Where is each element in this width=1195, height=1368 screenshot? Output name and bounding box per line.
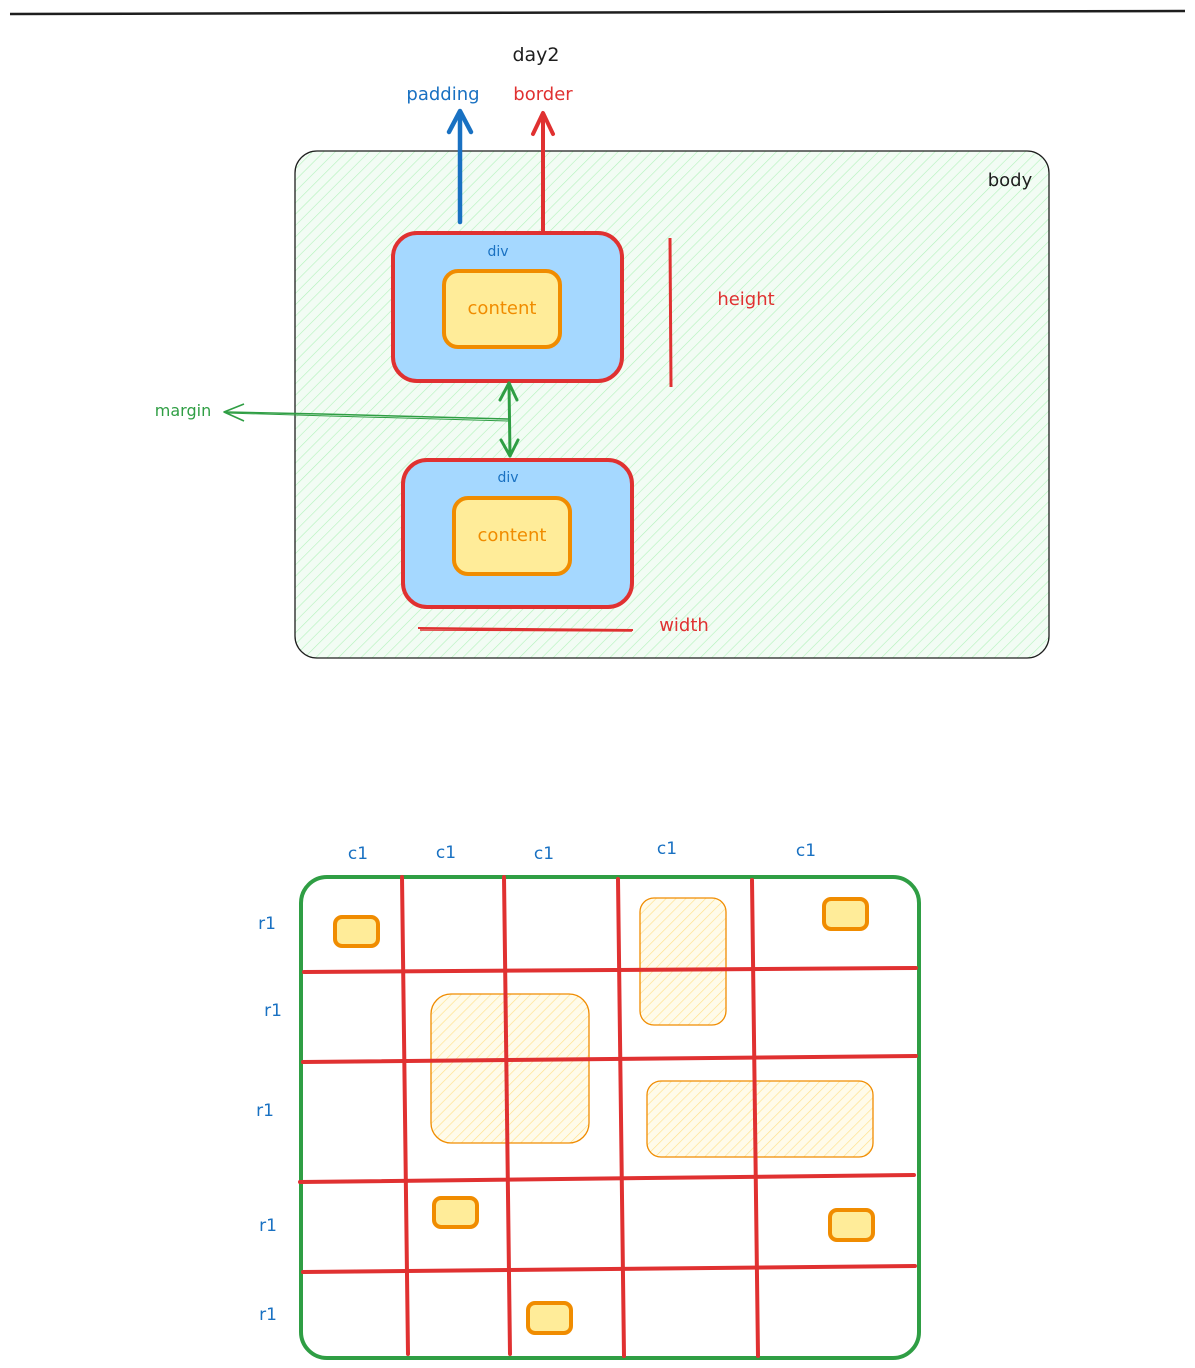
column-label: c1 [436,843,456,863]
margin-pointer-arrow [223,403,509,422]
row-label: r1 [259,1216,277,1236]
grid-column-lines [400,875,760,1358]
height-label: height [717,289,774,310]
content-box [452,496,572,576]
div-box-1: div content [391,231,624,383]
content-box [442,269,562,349]
column-label: c1 [657,839,677,859]
width-bar [417,627,634,632]
diagram-title: day2 [512,44,559,66]
column-label: c1 [534,844,554,864]
border-label: border [513,84,573,105]
padding-arrow [446,108,474,225]
margin-double-arrow [498,381,520,458]
grid-item [828,1208,875,1242]
div-box-2: div content [401,458,634,609]
padding-label: padding [406,84,479,105]
row-label: r1 [258,914,276,934]
body-label: body [988,170,1033,191]
column-label: c1 [348,844,368,864]
margin-label: margin [155,401,211,420]
border-arrow [531,111,555,234]
content-label: content [478,525,547,546]
width-label: width [659,615,709,636]
div-label: div [497,470,518,486]
grid-item-span [639,897,727,1026]
grid-item [432,1196,479,1229]
column-label: c1 [796,841,816,861]
grid-item-span [646,1080,874,1158]
row-label: r1 [256,1101,274,1121]
content-label: content [468,298,537,319]
grid-item [333,915,380,948]
grid-item [526,1301,573,1335]
row-label: r1 [259,1305,277,1325]
grid-item-span [430,993,590,1144]
top-divider [9,9,1186,16]
height-bar [668,237,673,388]
grid-item [822,897,869,931]
div-label: div [487,244,508,260]
row-label: r1 [264,1001,282,1021]
